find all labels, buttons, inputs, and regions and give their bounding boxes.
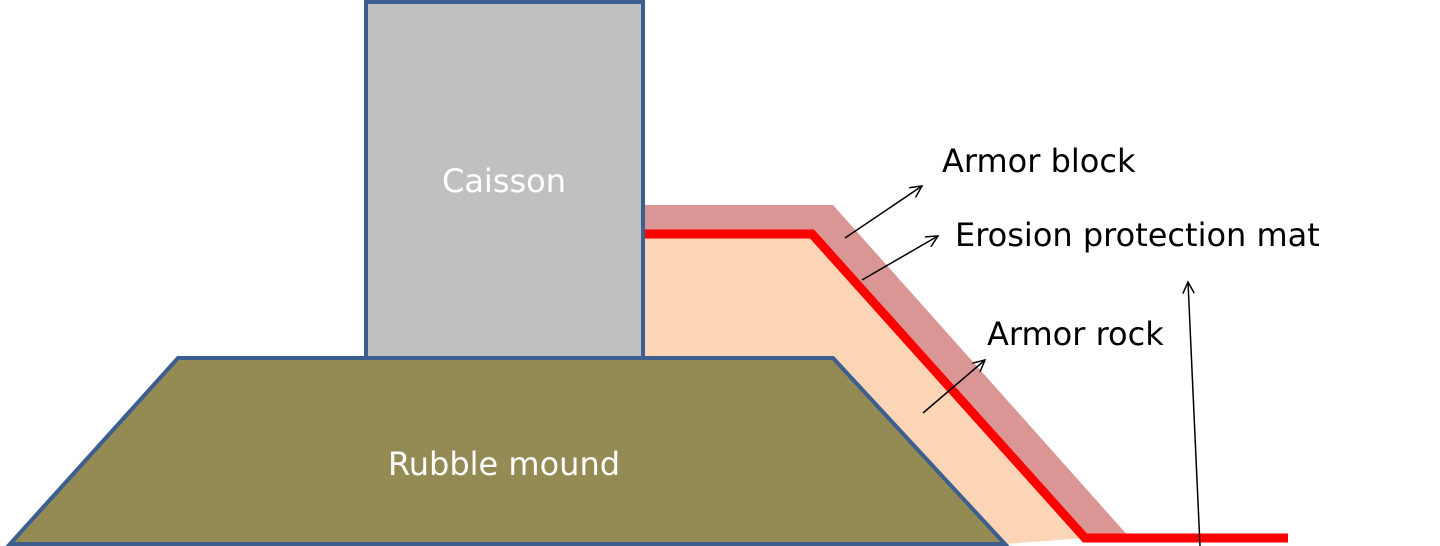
erosion-mat-arrow [861, 236, 938, 281]
armor-rock-layer [645, 234, 1085, 544]
armor-rock-arrow [922, 360, 985, 414]
erosion-mat-extent-arrow [1188, 282, 1201, 546]
erosion-mat-label: Erosion protection mat [955, 216, 1320, 254]
armor-block-layer [645, 205, 1130, 538]
erosion-protection-mat [645, 229, 1288, 543]
armor-rock-label: Armor rock [987, 315, 1164, 353]
caisson-label: Caisson [442, 162, 566, 200]
caisson [364, 0, 645, 360]
armor-block-label: Armor block [942, 142, 1136, 180]
rubble-mound-label: Rubble mound [388, 445, 620, 483]
armor-block-arrow [844, 186, 922, 239]
